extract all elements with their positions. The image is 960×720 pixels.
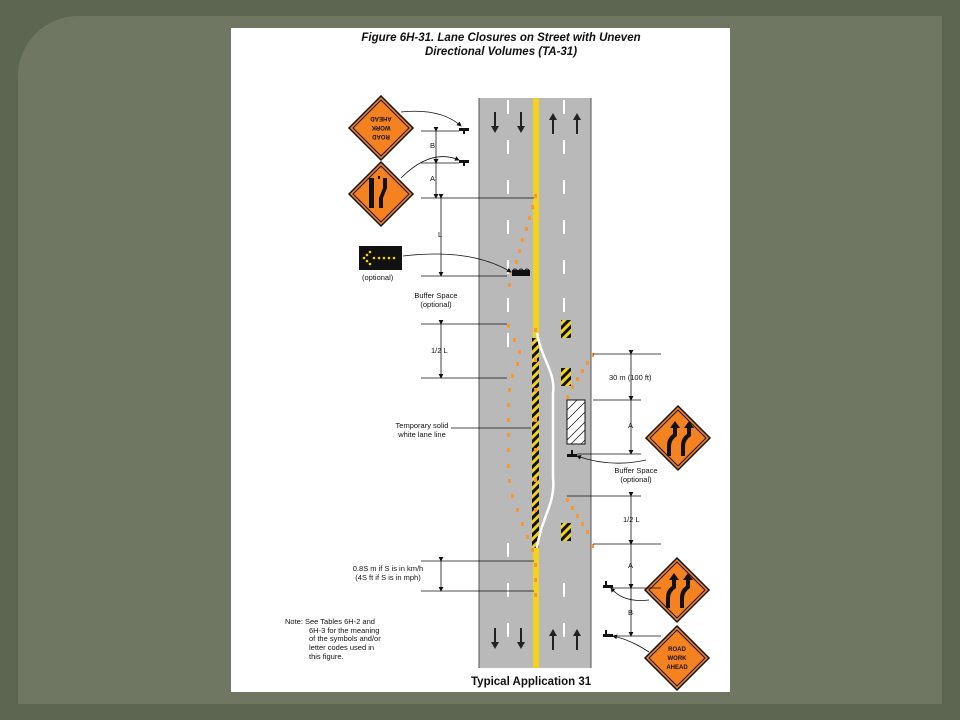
- work-space-hatch: [566, 399, 586, 445]
- temporary-line-label: Temporary solid white lane line: [387, 421, 457, 439]
- road-work-ahead-sign-bottom: [643, 624, 711, 692]
- buffer-left-line2: (optional): [420, 299, 452, 309]
- figure-title-line-1: Figure 6H-31. Lane Closures on Street wi…: [361, 32, 641, 44]
- traffic-control-diagram: ROAD WORK AHEAD ROAD WORK AHEAD: [347, 94, 712, 692]
- speed-line-2: (4S ft if S is in mph): [355, 572, 421, 582]
- sign-text-ahead-top: AHEAD: [370, 115, 392, 121]
- dim-b-top: B: [430, 141, 436, 150]
- buffer-space-left: Buffer Space (optional): [403, 291, 469, 309]
- speed-line-1: 0.8S m if S is in km/h: [352, 564, 424, 573]
- lane-arrows-top: [491, 112, 581, 134]
- channelizing-devices: [507, 194, 594, 597]
- sign-text-work-top: WORK: [371, 124, 391, 130]
- note-line-4: letter codes used in: [309, 642, 375, 652]
- dim-a-right: A: [628, 421, 634, 430]
- dim-l: L: [438, 230, 443, 239]
- speed-distance-label: 0.8S m if S is in km/h (4S ft if S is in…: [345, 564, 431, 582]
- note-line-5: this figure.: [309, 651, 344, 661]
- right-lane-dashes: [563, 100, 565, 637]
- dim-b-bottom: B: [628, 608, 634, 617]
- right-dimensions: [567, 350, 661, 637]
- optional-label: (optional): [362, 273, 394, 282]
- double-reverse-curve-sign-lower: [643, 556, 711, 624]
- sign-posts: [459, 128, 613, 637]
- half-l-right: 1/2 L: [623, 515, 640, 524]
- hatch-marks: [561, 320, 571, 541]
- buffer-space-right: Buffer Space (optional): [607, 466, 665, 484]
- dim-a-top: A: [430, 174, 436, 183]
- temp-line-2: white lane line: [398, 429, 446, 439]
- lane-ends-sign: [347, 160, 415, 228]
- dim-a-bottom: A: [628, 561, 634, 570]
- sign-text-road-top: ROAD: [372, 133, 390, 139]
- buffer-right-line2: (optional): [620, 474, 652, 484]
- road-work-ahead-sign-top: [347, 94, 415, 162]
- sign-text-ahead-bottom: AHEAD: [666, 665, 688, 671]
- lane-arrows-bottom: [491, 628, 581, 650]
- sign-text-work-bottom: WORK: [668, 656, 688, 662]
- figure-note: Note: See Tables 6H-2 and 6H-3 for the m…: [285, 617, 381, 661]
- dist-30m: 30 m (100 ft): [609, 373, 652, 382]
- figure-caption: Typical Application 31: [471, 676, 592, 688]
- sign-text-road-bottom: ROAD: [668, 647, 686, 653]
- note-line-1: Note: See Tables 6H-2 and: [285, 617, 375, 626]
- temp-line-1: Temporary solid: [395, 421, 449, 430]
- note-line-2: 6H-3 for the meaning: [309, 625, 380, 635]
- left-dimensions: [421, 127, 534, 592]
- figure-title-line-2: Directional Volumes (TA-31): [424, 46, 578, 58]
- buffer-right-line1: Buffer Space: [614, 466, 658, 475]
- temporary-white-lane-line: [535, 332, 555, 549]
- note-line-3: of the symbols and/or: [309, 634, 381, 644]
- arrow-panel-icon: [359, 246, 402, 270]
- double-reverse-curve-sign: [644, 404, 712, 472]
- leader-lines: [400, 110, 650, 653]
- buffer-left-line1: Buffer Space: [414, 291, 458, 300]
- half-l-left: 1/2 L: [431, 346, 448, 355]
- closed-area-center: [532, 338, 539, 548]
- left-lane-dashes: [507, 100, 509, 637]
- figure-page: Figure 6H-31. Lane Closures on Street wi…: [231, 28, 730, 692]
